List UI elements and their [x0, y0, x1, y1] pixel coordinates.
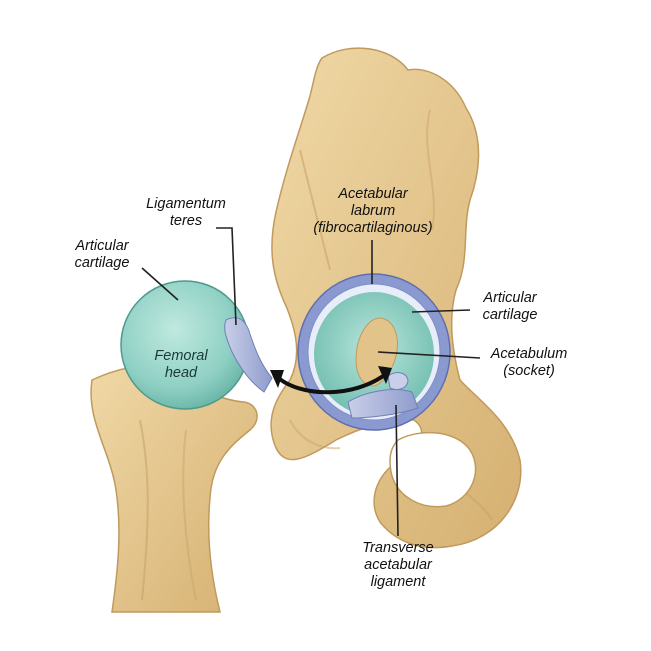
label-femoral-head: Femoral head: [154, 348, 208, 381]
leader-lines: [141, 227, 481, 537]
femur: [90, 365, 258, 613]
ligamentum-teres-shape: [224, 317, 273, 393]
label-ligamentum-teres: Ligamentum teres: [146, 196, 226, 229]
leader-articular-cartilage-right: [411, 309, 471, 313]
acetabulum: [297, 273, 451, 431]
label-acetabular-labrum: Acetabular labrum (fibrocartilaginous): [313, 186, 433, 236]
leader-articular-cartilage-left: [141, 267, 179, 301]
label-articular-cartilage-left: Articular cartilage: [74, 238, 130, 271]
leader-ligamentum-teres: [216, 227, 237, 326]
label-acetabulum: Acetabulum (socket): [490, 346, 568, 379]
leader-acetabulum: [377, 351, 481, 359]
label-articular-cartilage-right: Articular cartilage: [482, 290, 538, 323]
leader-transverse-ligament: [395, 404, 399, 537]
motion-arrow: [270, 366, 392, 395]
transverse-ligament-shape: [347, 389, 419, 419]
label-transverse-ligament: Transverse acetabular ligament: [362, 540, 434, 590]
